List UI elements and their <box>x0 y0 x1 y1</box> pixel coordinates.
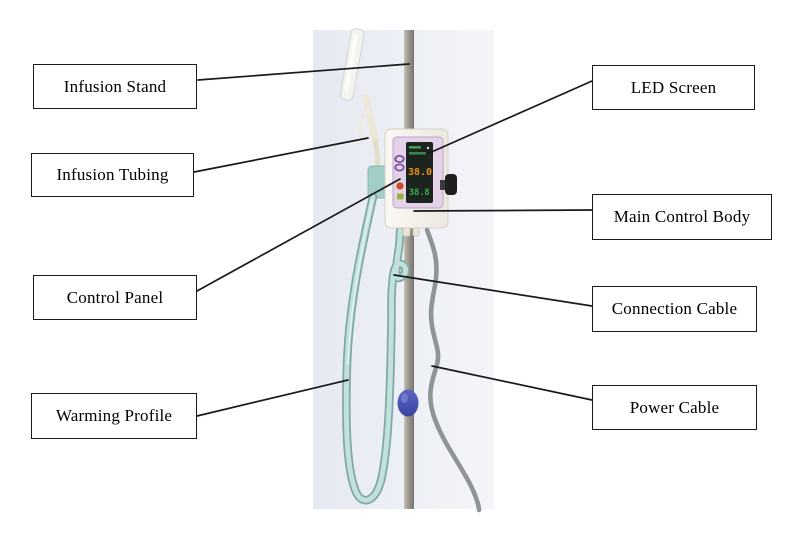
label-text-connection-cable: Connection Cable <box>611 299 738 318</box>
led-screen-main-reading: 38.0 <box>408 167 432 178</box>
panel-power-button <box>396 182 404 190</box>
panel-green-key <box>397 193 404 200</box>
label-text-infusion-tubing: Infusion Tubing <box>56 165 169 184</box>
label-box-control-panel: Control Panel <box>33 275 197 320</box>
main-control-body-device: 38.0 38.8 <box>384 128 457 237</box>
power-cable <box>424 227 482 513</box>
knob-neck <box>440 180 447 190</box>
label-box-connection-cable: Connection Cable <box>592 286 757 332</box>
label-text-main-control-body: Main Control Body <box>613 207 751 226</box>
bottom-connector-tab <box>412 227 420 237</box>
led-screen-text-row <box>409 146 421 149</box>
warming-profile-tube <box>342 192 410 505</box>
label-box-infusion-stand: Infusion Stand <box>33 64 197 109</box>
leader-line-infusion-stand <box>197 63 410 81</box>
leader-line-connection-cable <box>393 274 593 307</box>
label-text-power-cable: Power Cable <box>629 397 720 417</box>
rotary-knob <box>445 174 457 195</box>
label-box-power-cable: Power Cable <box>592 385 757 430</box>
leader-line-infusion-tubing <box>193 137 369 173</box>
panel-logo-ring <box>394 163 405 172</box>
label-box-warming-profile: Warming Profile <box>31 393 197 439</box>
label-text-led-screen: LED Screen <box>630 77 717 97</box>
leader-line-main-control-body <box>413 209 593 212</box>
label-box-main-control-body: Main Control Body <box>592 194 772 240</box>
led-screen-sub-reading: 38.8 <box>409 188 429 198</box>
label-text-infusion-stand: Infusion Stand <box>63 76 167 96</box>
infusion-tubing-drip-chamber <box>339 28 381 170</box>
pole-clamp-knob <box>397 389 419 417</box>
led-screen-text-row <box>409 152 426 155</box>
leader-line-control-panel <box>196 178 401 292</box>
leader-line-led-screen <box>426 80 593 155</box>
bottom-connector-tab <box>402 227 411 237</box>
label-box-infusion-tubing: Infusion Tubing <box>31 153 194 197</box>
leader-line-warming-profile <box>196 379 349 417</box>
led-screen <box>406 142 433 203</box>
label-box-led-screen: LED Screen <box>592 65 755 110</box>
leader-line-power-cable <box>431 365 593 401</box>
label-text-warming-profile: Warming Profile <box>55 406 173 425</box>
label-text-control-panel: Control Panel <box>66 287 164 307</box>
panel-logo-ring <box>394 154 405 163</box>
led-screen-indicator-dot <box>426 146 430 150</box>
